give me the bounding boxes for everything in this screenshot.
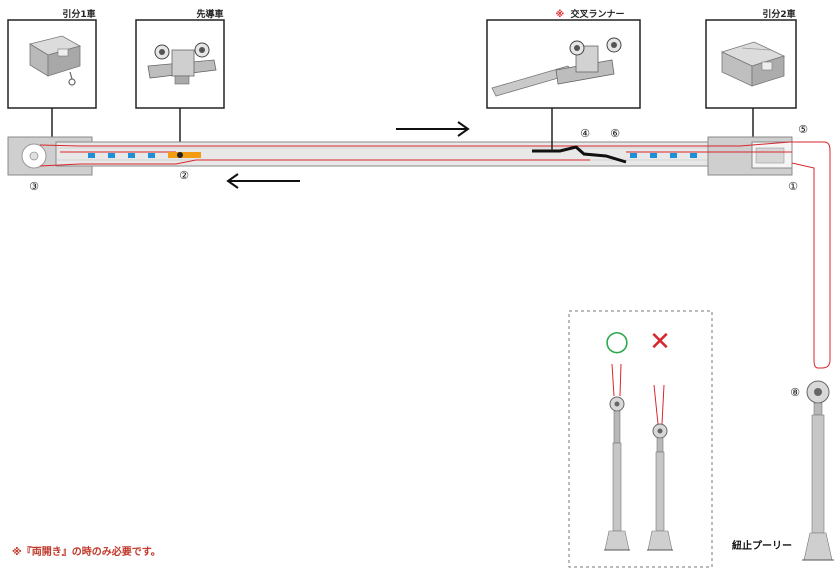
footnote: ※『両開き』の時のみ必要です。: [12, 545, 161, 558]
marker-8: ⑧: [790, 386, 800, 399]
marker-2: ②: [179, 169, 189, 182]
lead-car-point: [177, 152, 183, 158]
cord: [39, 141, 831, 369]
marker-3: ③: [29, 180, 39, 193]
ng-symbol: ✕: [649, 327, 671, 357]
incorrect-pulley-example: [647, 384, 673, 551]
comparison-box: ○ ✕: [568, 310, 713, 568]
cross-runner-marker: [532, 145, 627, 164]
label-lead-car: 先導車: [196, 8, 223, 20]
cord-stop-pulley-label: 紐止プーリー: [732, 539, 792, 552]
runners-right: [630, 153, 697, 158]
end-pulley-left: [21, 143, 47, 169]
marker-6: ⑥: [610, 127, 620, 140]
label-pull-car-1: 引分1車: [62, 8, 95, 20]
cross-runner-mark: ※: [556, 9, 565, 20]
arrow-left: [226, 173, 300, 189]
cord-stop-pulley: [802, 380, 834, 561]
photo-lead-car: [135, 19, 225, 109]
marker-1: ①: [788, 180, 798, 193]
arrow-right: [396, 121, 470, 137]
photo-pull-car-1: [7, 19, 97, 109]
marker-4: ④: [580, 127, 590, 140]
photo-pull-car-2: [705, 19, 797, 109]
label-pull-car-2: 引分2車: [762, 8, 795, 20]
runners-left: [88, 153, 155, 158]
correct-pulley-example: [604, 363, 630, 551]
lead-car-marker: [168, 152, 201, 158]
photo-cross-runner: [486, 19, 641, 109]
label-cross-runner: ※ 交叉ランナー: [556, 8, 625, 20]
cross-runner-name: 交叉ランナー: [570, 8, 624, 20]
marker-5: ⑤: [798, 123, 808, 136]
ok-symbol: ○: [605, 324, 629, 357]
